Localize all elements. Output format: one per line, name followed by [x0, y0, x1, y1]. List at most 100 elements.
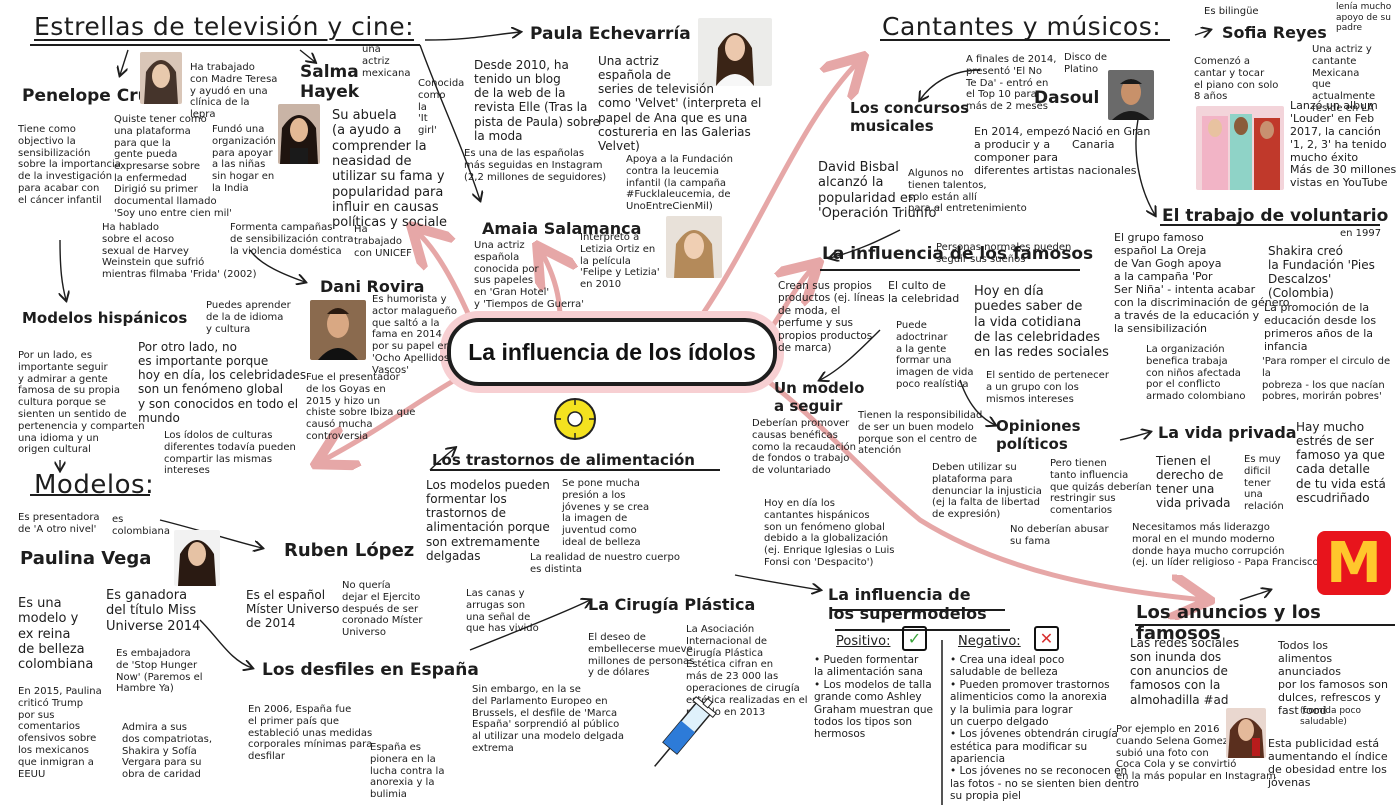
voluntario-note-4: La promoción de la educación desde los p…	[1264, 301, 1377, 353]
opiniones-note-2: Pero tienen tanto influencia que quizás …	[1050, 458, 1152, 517]
anuncios-note-2: Todos los alimentos anunciados por los f…	[1278, 639, 1388, 717]
dasoul-photo	[1108, 70, 1154, 120]
paula-note-5: Apoya a la Fundación contra la leucemia …	[626, 154, 734, 213]
ruben-note-2: No quería dejar el Ejercito después de s…	[342, 580, 423, 639]
penelope-note-5: Fundó una organización para apoyar a las…	[212, 124, 276, 194]
amaia-name: Amaia Salamanca	[482, 219, 642, 238]
trastornos-note-3: La realidad de nuestro cuerpo es distint…	[530, 552, 680, 575]
famosos-note-5: El sentido de pertenecer a un grupo con …	[986, 370, 1109, 405]
anuncios-note-1: Las redes sociales son inunda dos con an…	[1130, 636, 1240, 707]
dani-photo	[310, 300, 366, 360]
dani-note-1: Es humorista y actor malagueño que saltó…	[372, 294, 458, 376]
paulina-note-7: Admira a sus dos compatriotas, Shakira y…	[122, 722, 213, 781]
penelope-note-2: Tiene como objectivo la sensibilización …	[18, 124, 121, 206]
section-title-tv: Estrellas de televisión y cine:	[34, 12, 415, 41]
sofia-note-5: Lanzó un album 'Louder' en Feb 2017, la …	[1290, 99, 1387, 164]
modelos-hisp-note-4: Los ídolos de culturas diferentes todaví…	[164, 430, 296, 477]
vida-privada-title: La vida privada	[1158, 423, 1297, 442]
paulina-note-1: Es presentadora de 'A otro nivel'	[18, 512, 100, 535]
vida-privada-note-2: Es muy dificil tener una relación	[1244, 454, 1284, 513]
opiniones-title: Opiniones políticos	[996, 417, 1081, 453]
sofia-photo	[1196, 106, 1284, 190]
desfiles-note-2: España es pionera en la lucha contra la …	[370, 742, 445, 801]
penelope-note-1: Ha trabajado con Madre Teresa y ayudó en…	[190, 62, 278, 121]
modelos-hispanicos-title: Modelos hispánicos	[22, 309, 188, 327]
cross-icon: ✕	[1034, 626, 1059, 651]
dasoul-name: Dasoul	[1034, 88, 1100, 108]
trastornos-note-4: Las canas y arrugas son una señal de que…	[466, 588, 539, 635]
salma-note-5: Ha trabajado con UNICEF	[354, 224, 412, 259]
penelope-photo	[140, 52, 182, 104]
concursos-note-1: David Bisbal alcanzó la popularidad en '…	[818, 160, 941, 221]
measuring-tape-icon	[552, 396, 598, 442]
trastornos-note-2: Se pone mucha presión a los jóvenes y se…	[562, 478, 650, 548]
dasoul-note-3: En 2014, empezó a producir y a componer …	[974, 125, 1137, 177]
modelo-seguir-note-2: Tienen la responsibilidad de ser un buen…	[858, 410, 983, 457]
trastornos-note-1: Los modelos pueden formentar los trastor…	[426, 478, 550, 563]
amaia-photo	[666, 216, 722, 278]
trastornos-title: Los trastornos de alimentación	[432, 451, 695, 469]
opiniones-note-1: Deben utilizar su plataforma para denunc…	[932, 462, 1042, 521]
voluntario-note-1: El grupo famoso español La Oreja de Van …	[1114, 231, 1290, 335]
paula-note-1: Conocida como la 'It girl'	[418, 78, 465, 137]
modelo-seguir-note-3: Hoy en día los cantantes hispánicos son …	[764, 498, 895, 568]
dasoul-note-1: A finales de 2014, presentó 'El No Te Da…	[966, 54, 1057, 113]
anuncios-note-4: Por ejemplo en 2016 cuando Selena Gomez …	[1116, 724, 1276, 783]
penelope-name: Penelope Cruz	[22, 86, 160, 106]
mcdonalds-logo: M	[1317, 531, 1391, 596]
vida-privada-note-3: Hay mucho estrés de ser famoso ya que ca…	[1296, 420, 1386, 505]
sofia-note-2: lenía mucho apoyo de su padre	[1336, 2, 1392, 34]
salma-note-2: Su abuela (a ayudo a comprender la neasi…	[332, 108, 448, 231]
salma-photo	[278, 104, 320, 164]
famosos-note-1: Crean sus propios productos (ej. líneas …	[778, 280, 885, 354]
voluntario-note-6: 'Para romper el circulo de la pobreza - …	[1262, 356, 1391, 403]
amaia-note-2: Interpretó a Letizia Ortiz en la películ…	[580, 232, 660, 291]
sofia-note-1: Es bilingüe	[1204, 6, 1259, 17]
paulina-photo	[174, 530, 220, 586]
dani-note-2: Fue el presentador de los Goyas en 2015 …	[306, 372, 416, 442]
sofia-note-3: Comenzó a cantar y tocar el piano con so…	[1194, 56, 1279, 103]
ruben-note-1: Es el español Míster Universo de 2014	[246, 588, 340, 631]
modelo-seguir-note-1: Deberían promover causas benéficas como …	[752, 418, 856, 477]
salma-name: Salma Hayek	[300, 62, 360, 103]
salma-note-3: Ha hablado sobre el acoso sexual de Harv…	[102, 222, 257, 281]
influencia-famosos-title: La influencia de los famosos	[822, 244, 1094, 264]
sofia-note-6: Más de 30 millones vistas en YouTube	[1290, 163, 1397, 189]
paulina-note-4: Es ganadora del título Miss Universe 201…	[106, 588, 201, 634]
dani-name: Dani Rovira	[320, 277, 425, 296]
central-title: La influencia de los ídolos	[468, 338, 756, 365]
opiniones-note-3: No deberían abusar su fama	[1010, 524, 1109, 547]
negativo-label: Negativo:	[958, 634, 1021, 649]
desfiles-note-3: Sin embargo, en la se del Parlamento Eur…	[472, 684, 624, 754]
paulina-note-6: En 2015, Paulina criticó Trump por sus c…	[18, 686, 102, 780]
syringe-icon	[636, 690, 726, 780]
vida-privada-note-4: Necesitamos más liderazgo moral en el mu…	[1132, 522, 1323, 569]
anuncios-note-3: (comida poco saludable)	[1300, 706, 1361, 727]
checkmark-icon: ✓	[902, 626, 927, 651]
positivo-notes: • Pueden formentar la alimentación sana …	[814, 654, 933, 741]
salma-note-4: Formenta campañas de sensibilización con…	[230, 222, 354, 257]
concursos-title: Los concursos musicales	[850, 99, 970, 135]
salma-note-1: una actriz mexicana	[362, 44, 411, 79]
ruben-name: Ruben López	[284, 540, 415, 561]
amaia-note-1: Una actriz española conocida por sus pap…	[474, 240, 585, 310]
paula-note-3: Una actriz española de series de televis…	[598, 54, 762, 153]
positivo-label: Positivo:	[836, 634, 891, 649]
sofia-name: Sofia Reyes	[1222, 23, 1327, 42]
desfiles-title: Los desfiles en España	[262, 660, 479, 680]
paula-name: Paula Echevarría	[530, 24, 691, 44]
section-title-singers: Cantantes y músicos:	[882, 12, 1162, 41]
section-title-models: Modelos:	[34, 470, 155, 500]
dasoul-note-4: Nació en Gran Canaria	[1072, 125, 1151, 151]
modelo-seguir-title: Un modelo a seguir	[774, 379, 865, 415]
anuncios-title: Los anuncios y los famosos	[1136, 602, 1321, 645]
paula-note-2: Desde 2010, ha tenido un blog de la web …	[474, 58, 600, 143]
penelope-note-4: Dirigió su primer documental llamado 'So…	[114, 184, 232, 219]
supermodelos-title: La influencia de los supermodelos	[828, 585, 987, 623]
voluntario-note-5: La organización benefica trabaja con niñ…	[1146, 344, 1246, 403]
voluntario-title: El trabajo de voluntario	[1162, 206, 1389, 226]
cirugia-note-1: El deseo de embellecerse mueve millones …	[588, 632, 695, 679]
central-topic: La influencia de los ídolos	[447, 318, 777, 386]
